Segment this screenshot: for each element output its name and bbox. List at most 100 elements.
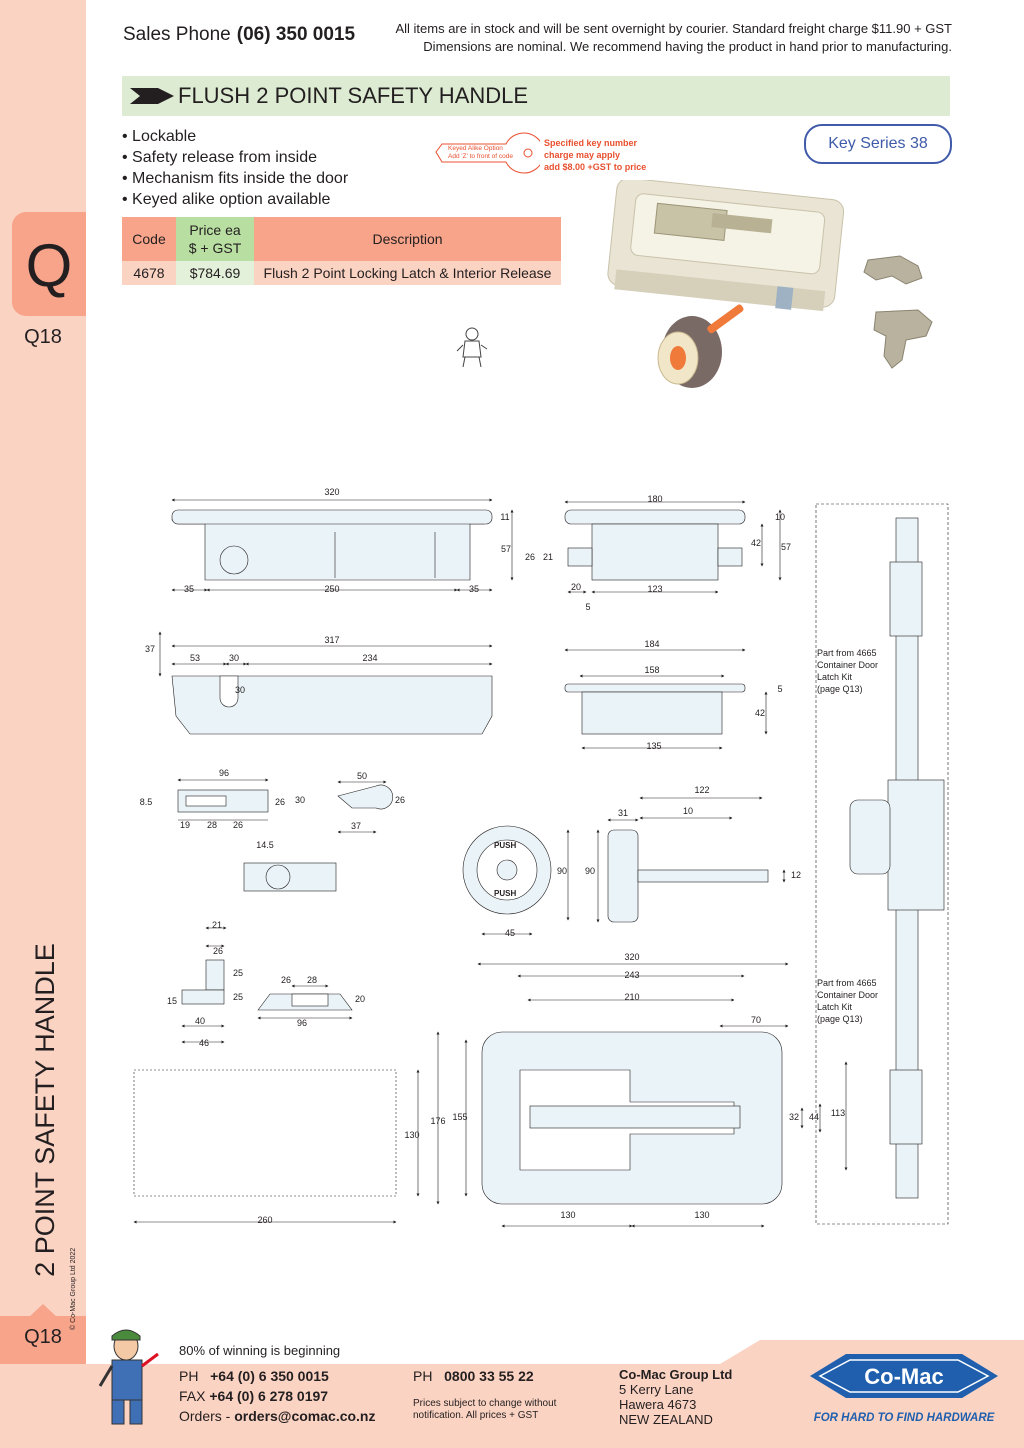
dim-44: 44 (809, 1112, 819, 1122)
dim-53: 53 (190, 653, 200, 663)
dim-14-5: 14.5 (256, 840, 274, 850)
dim-90a: 90 (557, 866, 567, 876)
dim-130b: 130 (560, 1210, 575, 1220)
dim-320b: 320 (624, 952, 639, 962)
dim-5b: 5 (777, 684, 782, 694)
logo-text: Co-Mac (864, 1364, 943, 1389)
dim-37b: 37 (351, 821, 361, 831)
copyright: © Co-Mac Group Ltd 2022 (70, 1247, 77, 1330)
dim-96b: 96 (297, 1018, 307, 1028)
dim-90b: 90 (585, 866, 595, 876)
tab-notch (28, 1304, 58, 1318)
address-line-1: 5 Kerry Lane (619, 1382, 694, 1397)
prices-note: Prices subject to change without notific… (413, 1398, 557, 1421)
product-photo (607, 180, 933, 388)
dim-21b: 21 (212, 920, 222, 930)
key-note-line-2: charge may apply (544, 150, 621, 160)
dim-135: 135 (646, 741, 661, 751)
dim-155: 155 (452, 1112, 467, 1122)
footer-phone-label: PH (179, 1368, 199, 1384)
price-table: Code Price ea$ + GST Description 4678 $7… (122, 217, 561, 285)
company-name: Co-Mac Group Ltd (619, 1367, 733, 1382)
dim-28b: 28 (307, 975, 317, 985)
col-description: Description (254, 217, 561, 261)
kit-note-1-line-3: Latch Kit (817, 672, 853, 682)
dim-180: 180 (647, 494, 662, 504)
kit-note-2-line-4: (page Q13) (817, 1014, 863, 1024)
dim-26d: 26 (395, 795, 405, 805)
dim-10b: 10 (683, 806, 693, 816)
footer-freephone-number: 0800 33 55 22 (444, 1368, 534, 1384)
dim-46: 46 (199, 1038, 209, 1048)
kit-note-2-line-2: Container Door (817, 990, 878, 1000)
bullet-safety-release: • Safety release from inside (122, 149, 318, 166)
dim-234: 234 (362, 653, 377, 663)
footer-fax-number: +64 (0) 6 278 0197 (209, 1388, 329, 1404)
dim-20a: 20 (571, 582, 581, 592)
key-note: Specified key number charge may apply ad… (544, 137, 646, 173)
key-series-badge: Key Series 38 (804, 124, 952, 164)
comac-logo: Co-Mac FOR HARD TO FIND HARDWARE (810, 1354, 998, 1424)
dim-158: 158 (644, 665, 659, 675)
address-line-3: NEW ZEALAND (619, 1412, 713, 1427)
dim-21a: 21 (543, 552, 553, 562)
dim-113: 113 (831, 1108, 845, 1118)
product-title: FLUSH 2 POINT SAFETY HANDLE (178, 83, 529, 108)
dim-50: 50 (357, 771, 367, 781)
key-note-line-3: add $8.00 +GST to price (544, 162, 647, 172)
dim-42a: 42 (751, 538, 761, 548)
bottom-tab (0, 1316, 86, 1364)
dim-26f: 26 (281, 975, 291, 985)
dim-57b: 57 (781, 542, 791, 552)
footer-freephone: PH 0800 33 55 22 (413, 1368, 534, 1384)
mascot-icon (98, 1329, 159, 1425)
dim-70: 70 (751, 1015, 761, 1025)
dim-45: 45 (505, 928, 515, 938)
kit-note-2-line-1: Part from 4665 (817, 978, 877, 988)
title-bar (122, 76, 950, 116)
footer-background (0, 1340, 1024, 1448)
vertical-title: 2 POINT SAFETY HANDLE (30, 943, 60, 1277)
dim-317: 317 (324, 635, 339, 645)
dim-130a: 130 (404, 1130, 419, 1140)
dim-260: 260 (257, 1215, 272, 1225)
dim-184: 184 (644, 639, 659, 649)
dim-26a: 26 (525, 552, 535, 562)
dim-25a: 25 (233, 968, 243, 978)
dim-40: 40 (195, 1016, 205, 1026)
page-code: Q18 (24, 326, 62, 348)
push-labels: PUSH PUSH (494, 841, 516, 898)
section-letter: Q (25, 232, 73, 299)
technical-drawings: 320 35 250 35 11 57 180 10 42 57 26 21 2… (133, 487, 949, 1228)
key-note-line-1: Specified key number (544, 138, 638, 148)
push-label-bottom: PUSH (494, 889, 516, 898)
sales-phone: Sales Phone(06) 350 0015 (123, 24, 355, 46)
dim-37a: 37 (145, 644, 155, 654)
bullet-lockable: • Lockable (122, 128, 197, 145)
section-tab (12, 212, 86, 316)
dim-15: 15 (167, 996, 177, 1006)
push-label-top: PUSH (494, 841, 516, 850)
footer-phone-number: +64 (0) 6 350 0015 (210, 1368, 329, 1384)
dim-210: 210 (624, 992, 639, 1002)
dim-32: 32 (789, 1112, 799, 1122)
dim-35a: 35 (184, 584, 194, 594)
dim-20b: 20 (355, 994, 365, 1004)
dim-26b: 26 (275, 797, 285, 807)
footer-orders-email[interactable]: orders@comac.co.nz (234, 1408, 376, 1424)
dim-30c: 30 (295, 795, 305, 805)
dim-250: 250 (324, 584, 339, 594)
dim-35b: 35 (469, 584, 479, 594)
dim-10: 10 (775, 512, 785, 522)
arrow-icon (130, 88, 174, 104)
footer-fax: FAX +64 (0) 6 278 0197 (179, 1388, 328, 1404)
dim-123: 123 (647, 584, 662, 594)
dim-96a: 96 (219, 768, 229, 778)
dim-26c: 26 (233, 820, 243, 830)
company-address: Co-Mac Group Ltd 5 Kerry Lane Hawera 467… (619, 1367, 732, 1427)
kit-note-1-line-1: Part from 4665 (817, 648, 877, 658)
footer-orders-label: Orders - (179, 1408, 235, 1424)
dim-57a: 57 (501, 544, 511, 554)
col-price: Price ea$ + GST (176, 217, 254, 261)
bottom-page-code: Q18 (24, 1326, 62, 1348)
